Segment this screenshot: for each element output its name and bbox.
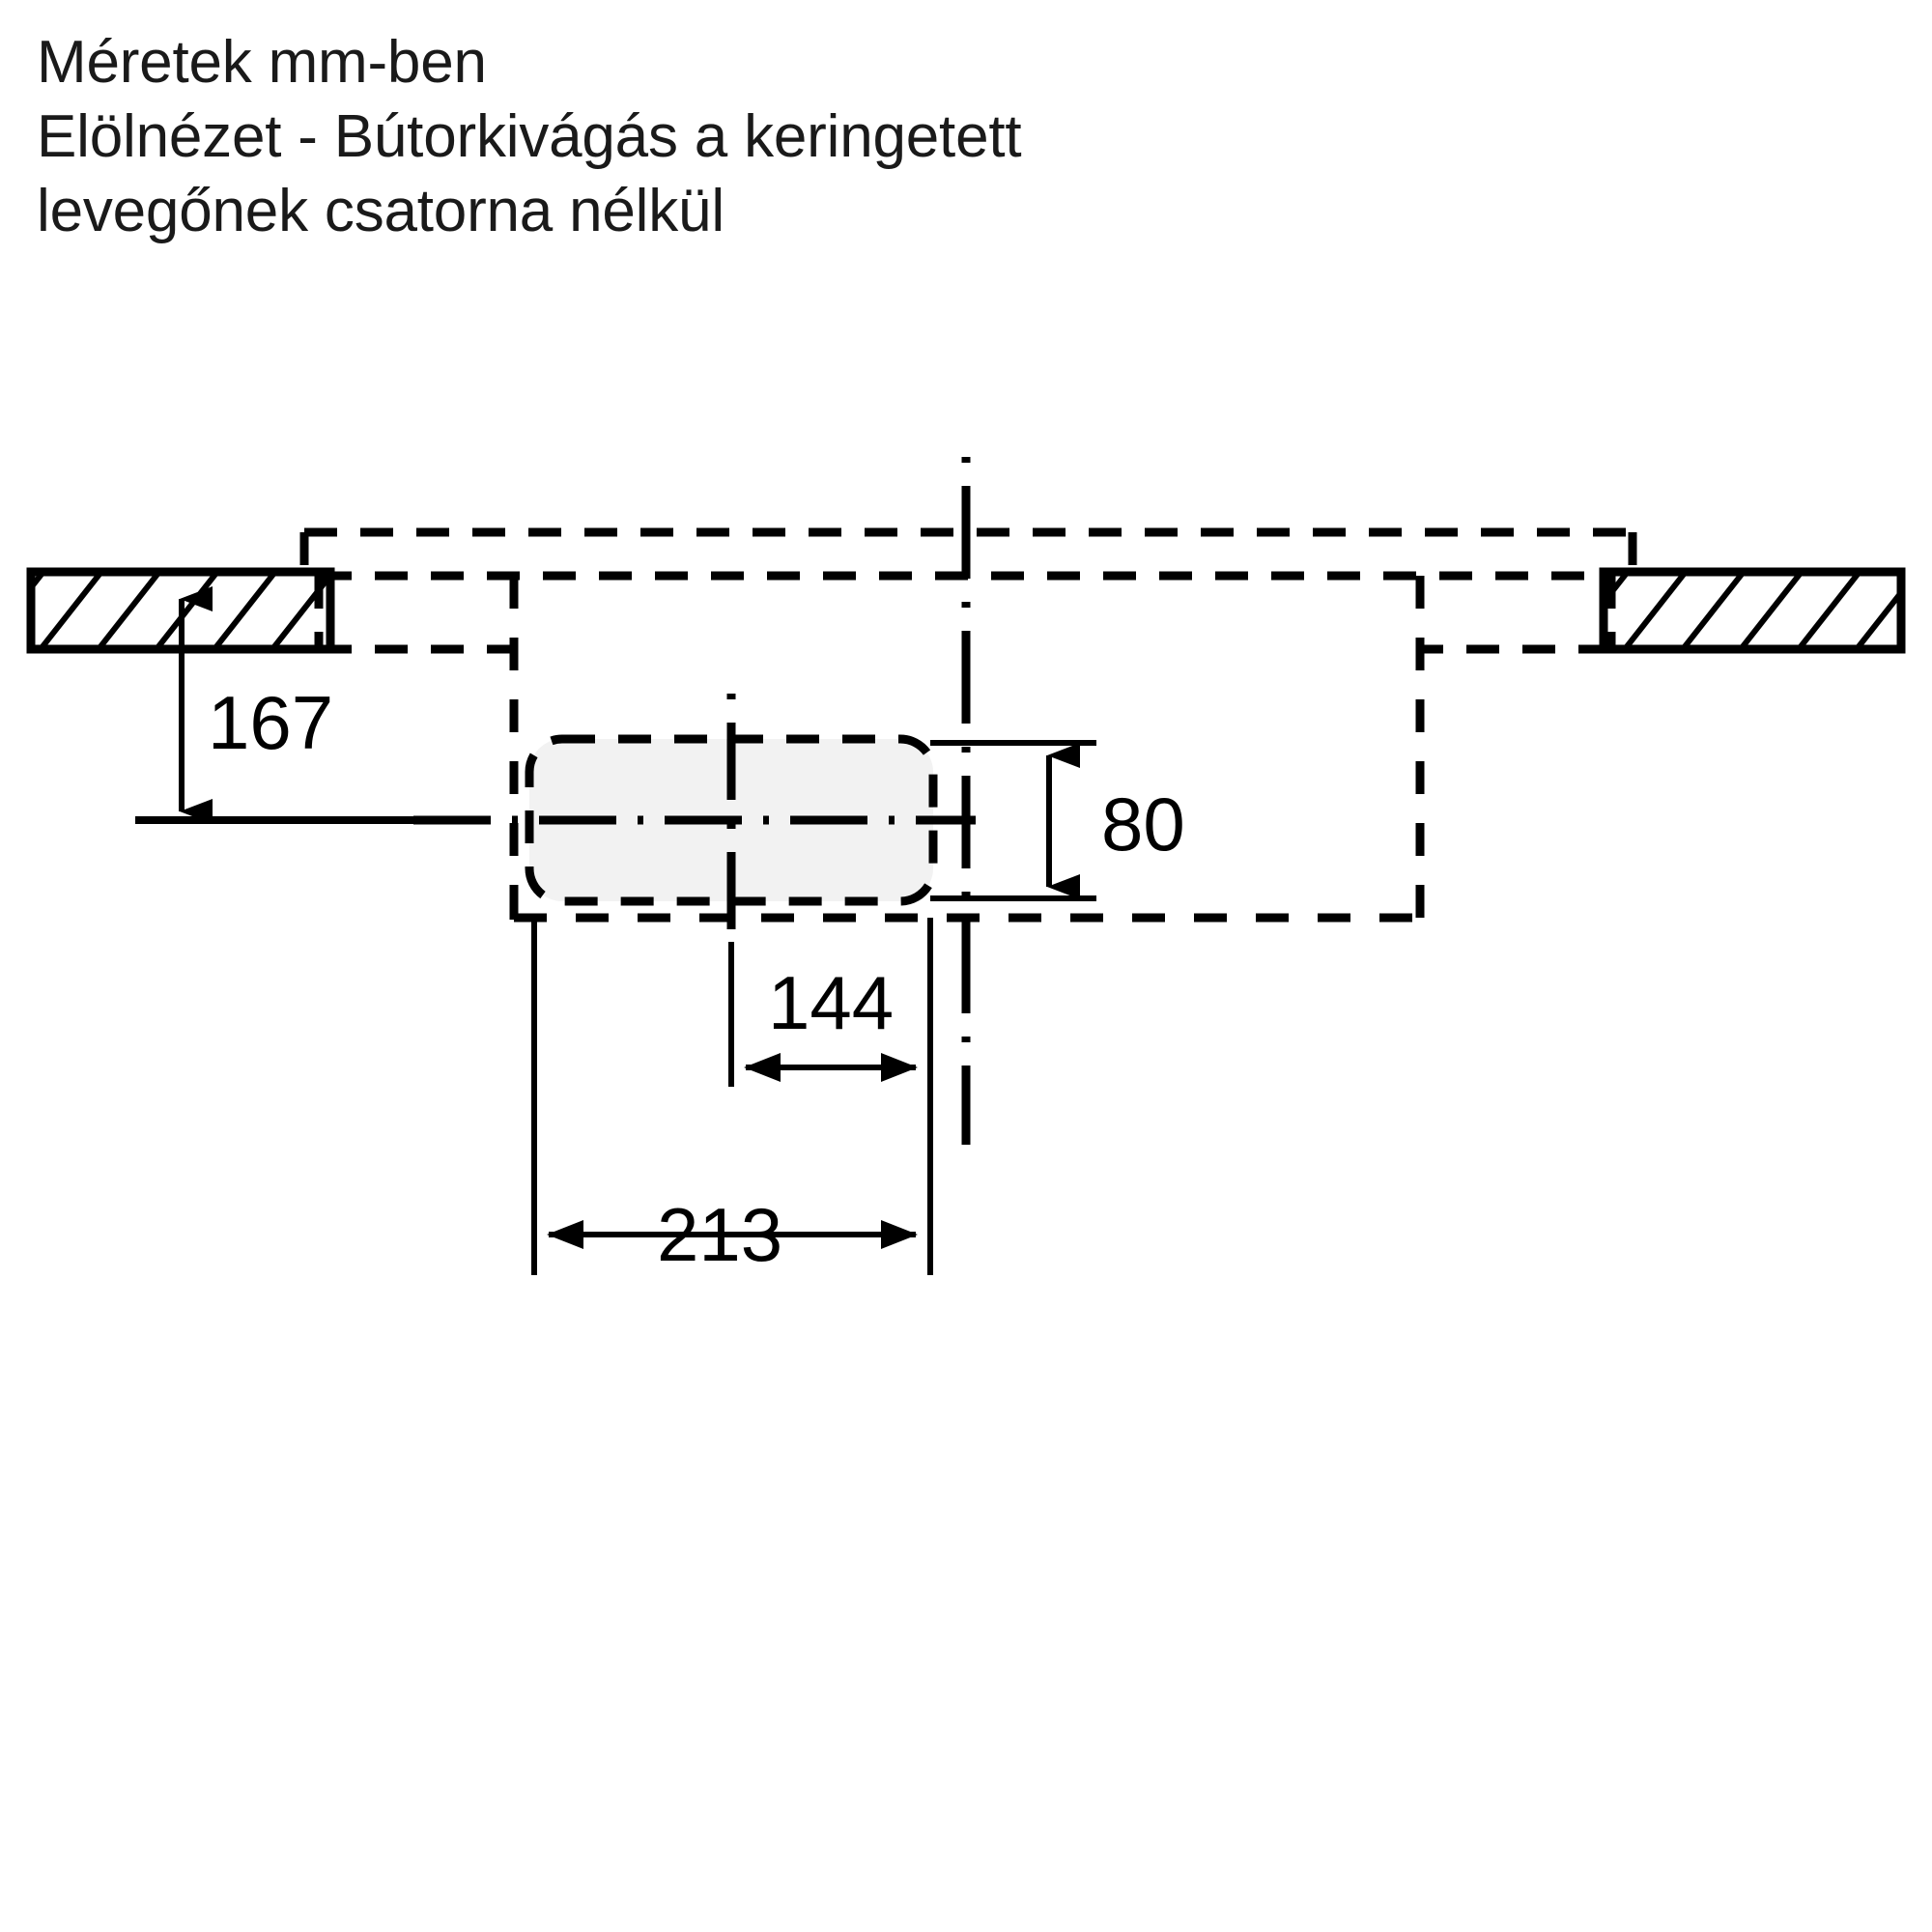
dimension-144: 144 [728,923,933,1087]
dimension-80: 80 [930,740,1185,901]
dimension-213-label: 213 [657,1192,782,1277]
furniture-cutout-outline [299,527,1637,580]
right-panel-outline [1599,567,1906,654]
title-line-1: Méretek mm-ben [37,29,487,96]
right-hatched-panel [1599,567,1906,654]
left-panel-hatching [31,572,330,649]
dimension-213: 213 [531,918,933,1277]
dimension-80-label: 80 [1101,781,1185,867]
dimension-167-label: 167 [208,680,333,765]
left-hatched-panel [26,567,335,654]
inner-cutout-box [509,576,1425,923]
title-line-3: levegőnek csatorna nélkül [37,178,724,244]
right-panel-hatching [1604,572,1901,649]
dimension-144-label: 144 [768,960,894,1045]
title-block: Méretek mm-ben Elölnézet - Bútorkivágás … [37,25,1776,248]
title-line-2: Elölnézet - Bútorkivágás a keringetett [37,103,1022,170]
dimension-167: 167 [179,586,333,824]
